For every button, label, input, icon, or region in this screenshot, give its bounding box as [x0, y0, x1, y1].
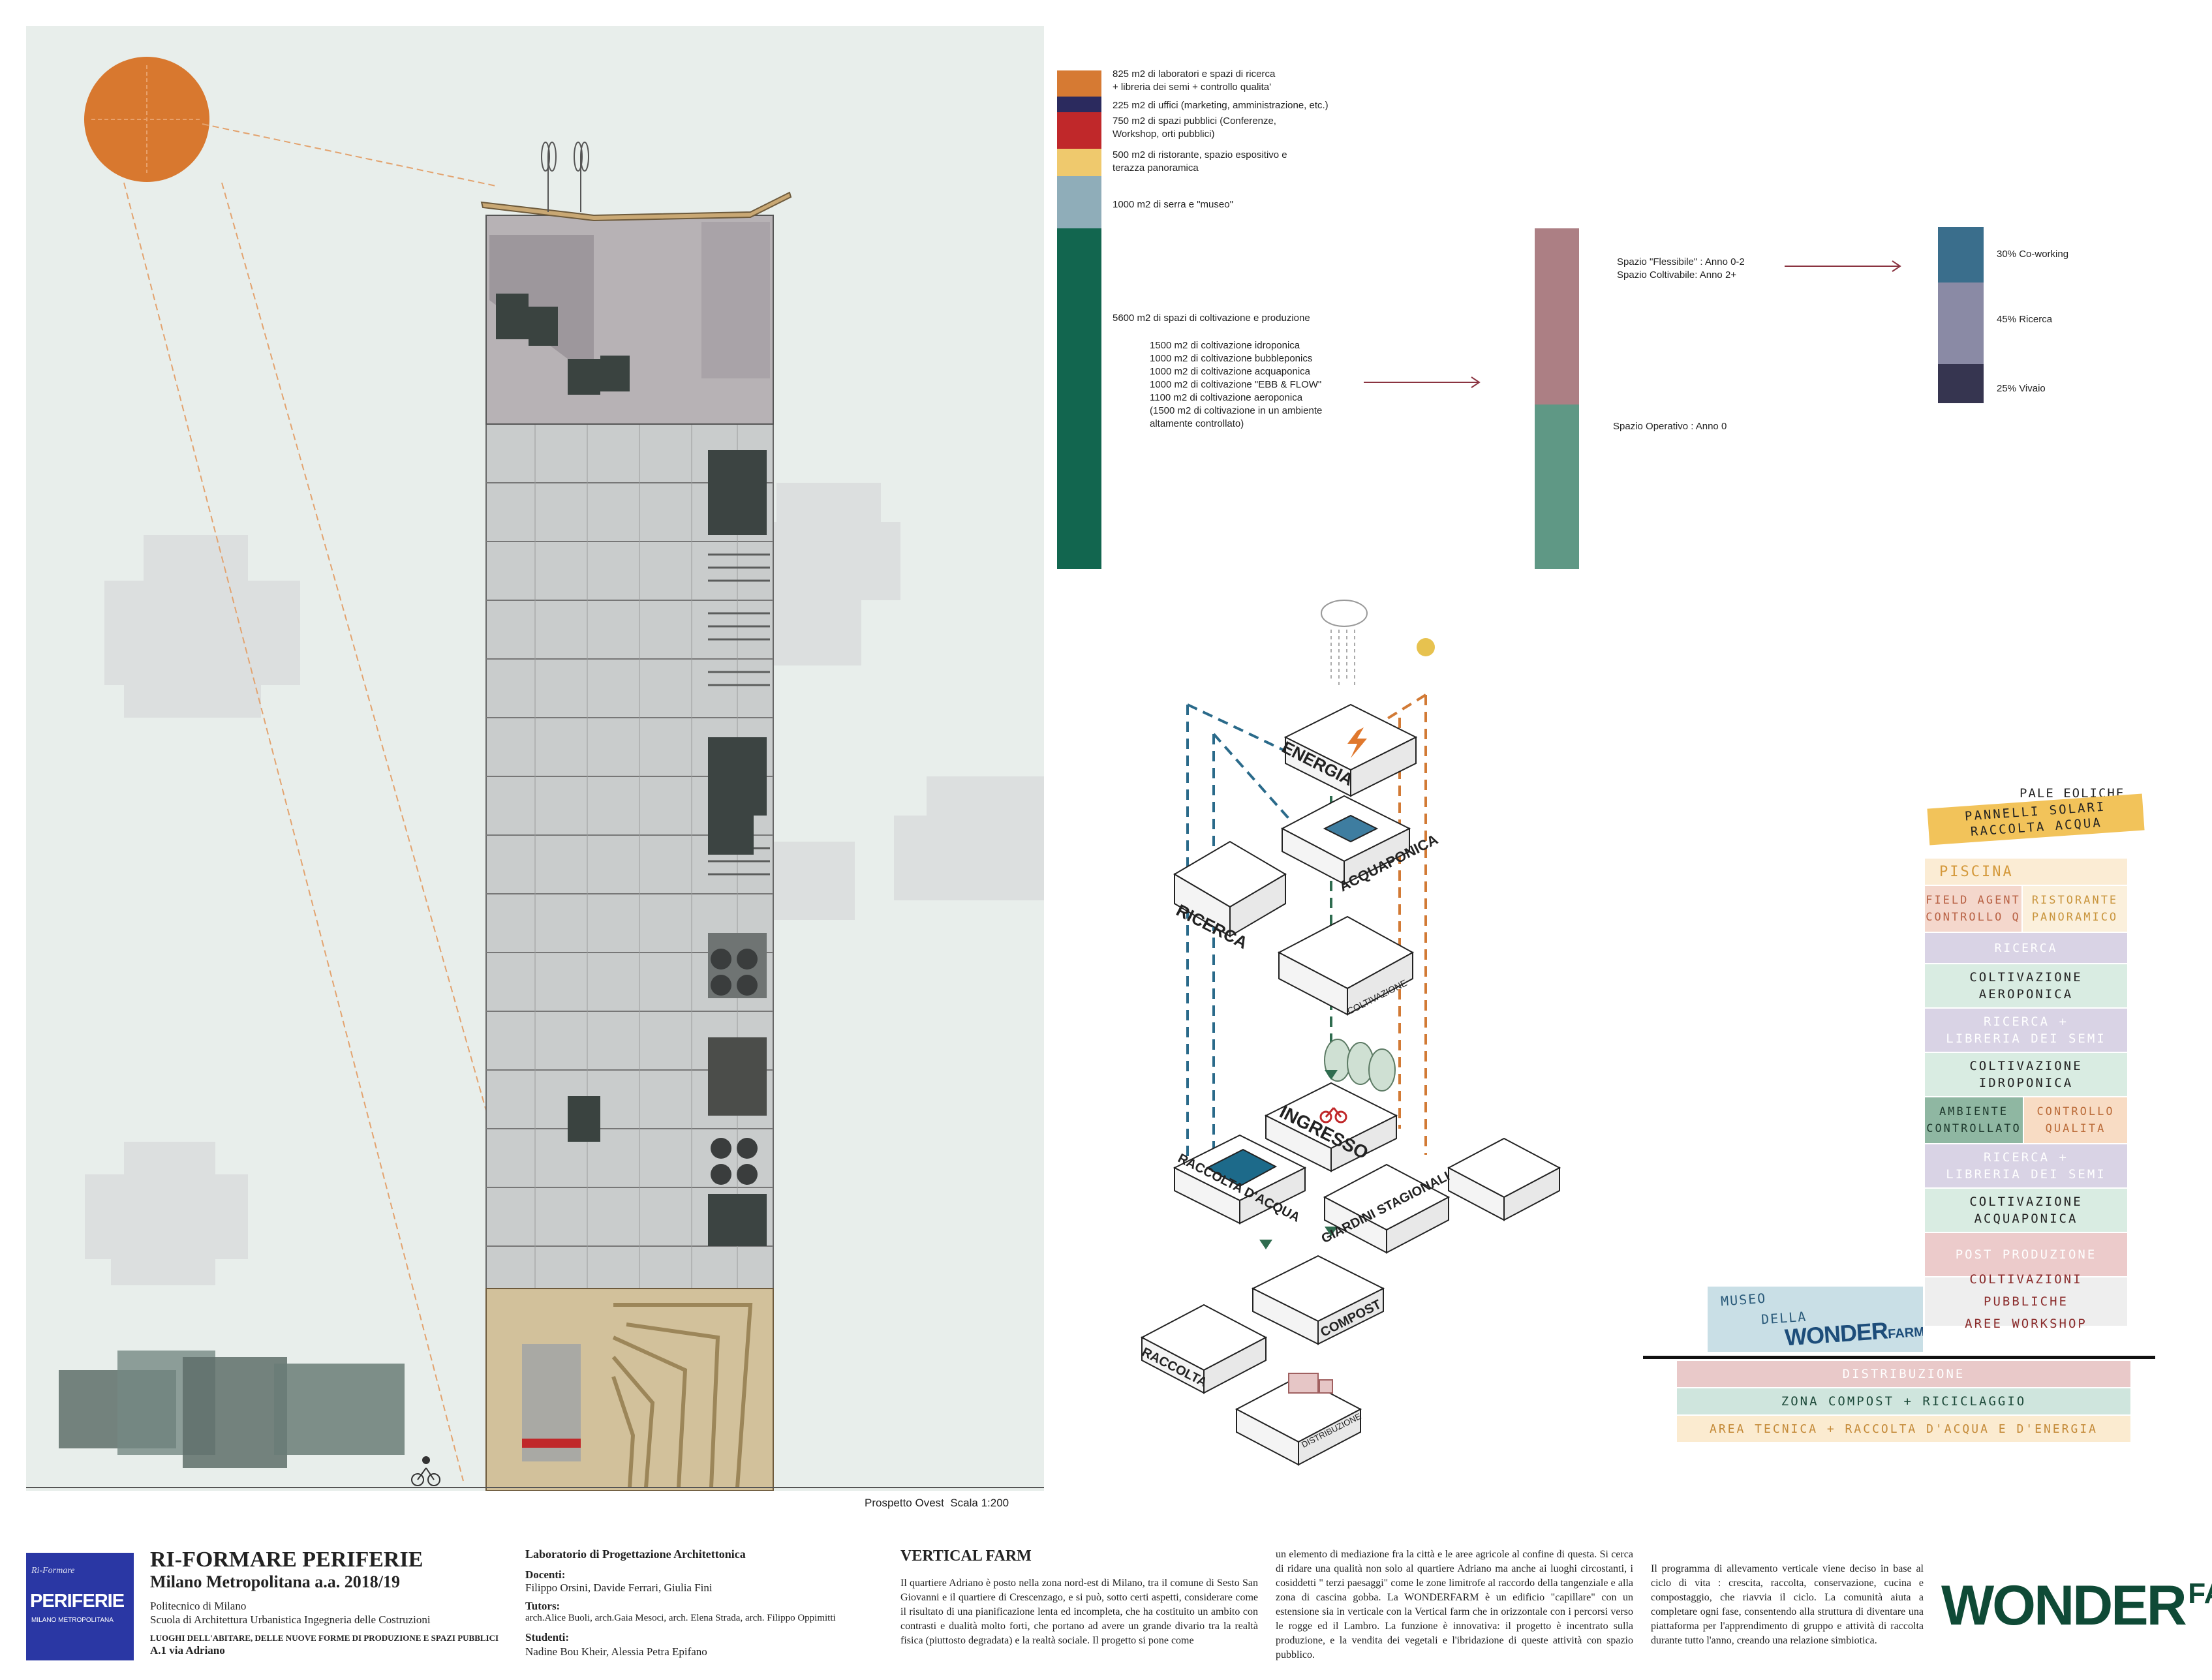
section-field-agent: FIELD AGENT CONTROLLO Q	[1925, 886, 2021, 932]
footer-studenti: Nadine Bou Kheir, Alessia Petra Epifano	[525, 1645, 707, 1658]
legend-text-cultivation: 5600 m2 di spazi di coltivazione e produ…	[1113, 313, 1310, 324]
phase-bar-operative	[1535, 405, 1579, 569]
footer: Ri-Formare PERIFERIE MILANO METROPOLITAN…	[0, 1520, 2212, 1680]
legend-swatch-labs	[1057, 70, 1101, 97]
footer-lab: Laboratorio di Progettazione Architetton…	[525, 1548, 746, 1561]
production-cycle-diagram	[1140, 600, 1561, 1466]
phase-bar-flexible	[1535, 228, 1579, 405]
phase-label-flexible: Spazio "Flessibile" : Anno 0-2 Spazio Co…	[1617, 256, 1745, 281]
rain-cloud-icon	[1321, 600, 1368, 685]
legend-text-greenhouse: 1000 m2 di serra e "museo"	[1113, 199, 1233, 210]
breakdown-vivaio-label: 25% Vivaio	[1997, 383, 2046, 394]
footer-tutors-h: Tutors:	[525, 1600, 561, 1612]
ground-line	[1643, 1356, 2155, 1359]
legend-swatch-cultivation	[1057, 228, 1101, 569]
breakdown-ricerca-label: 45% Ricerca	[1997, 314, 2053, 325]
legend-swatch-greenhouse	[1057, 176, 1101, 228]
elevation-scale: Scala 1:200	[950, 1497, 1009, 1509]
section-libreria-1: RICERCA + LIBRERIA DEI SEMI	[1925, 1009, 2127, 1052]
brand-farm: FARM	[2188, 1578, 2212, 1610]
cultivation-detail: 1500 m2 di coltivazione idroponica 1000 …	[1150, 340, 1323, 429]
legend-swatch-restaurant	[1057, 149, 1101, 176]
logo-top: Ri-Formare	[31, 1566, 75, 1576]
section-tecnica: AREA TECNICA + RACCOLTA D'ACQUA E D'ENER…	[1677, 1416, 2130, 1442]
breakdown-ricerca-bar	[1938, 283, 1984, 364]
wonderfarm-brand: WONDER FARM	[1941, 1574, 2212, 1638]
museo-brand-2: FARM	[1887, 1324, 1926, 1342]
footer-project-title: VERTICAL FARM	[900, 1548, 1032, 1565]
footer-studenti-h: Studenti:	[525, 1631, 570, 1643]
legend-text-public: 750 m2 di spazi pubblici (Conferenze, Wo…	[1113, 115, 1276, 140]
periferie-logo: Ri-Formare PERIFERIE MILANO METROPOLITAN…	[26, 1553, 134, 1660]
section-ristorante: RISTORANTE PANORAMICO	[2023, 886, 2127, 932]
bicycle-icon	[1319, 1107, 1347, 1123]
museo-line-1: MUSEO	[1720, 1290, 1767, 1309]
section-compost: ZONA COMPOST + RICICLAGGIO	[1677, 1388, 2130, 1414]
section-pubbliche: COLTIVAZIONI PUBBLICHE AREE WORKSHOP	[1925, 1272, 2127, 1331]
footer-title: RI-FORMARE PERIFERIE	[150, 1548, 423, 1572]
breakdown-vivaio-bar	[1938, 364, 1984, 403]
section-idroponica: COLTIVAZIONE IDROPONICA	[1925, 1053, 2127, 1096]
section-museo: MUSEO DELLA WONDERFARM	[1708, 1287, 1923, 1352]
legend-text-offices: 225 m2 di uffici (marketing, amministraz…	[1113, 100, 1329, 111]
section-controllo: CONTROLLO QUALITA	[2024, 1097, 2127, 1143]
footer-tutors: arch.Alice Buoli, arch.Gaia Mesoci, arch…	[525, 1613, 836, 1623]
footer-text-1: Il quartiere Adriano è posto nella zona …	[900, 1578, 1258, 1646]
breakdown-coworking-bar	[1938, 227, 1984, 283]
sun-small-icon	[1417, 638, 1435, 656]
section-libreria-2: RICERCA + LIBRERIA DEI SEMI	[1925, 1144, 2127, 1187]
footer-school-2: Scuola di Architettura Urbanistica Ingeg…	[150, 1613, 431, 1626]
logo-sub: MILANO METROPOLITANA	[31, 1617, 114, 1624]
section-ricerca: RICERCA	[1925, 933, 2127, 963]
footer-text-2: un elemento di mediazione fra la città e…	[1276, 1549, 1633, 1660]
legend-swatch-public	[1057, 112, 1101, 149]
logo-main: PERIFERIE	[30, 1591, 125, 1611]
legend-swatch-offices	[1057, 97, 1101, 112]
section-ambiente: AMBIENTE CONTROLLATO	[1925, 1097, 2023, 1143]
cyclist-icon	[411, 1456, 440, 1486]
west-elevation-drawing	[26, 26, 1044, 1491]
footer-site: A.1 via Adriano	[150, 1644, 225, 1657]
legend-text-labs: 825 m2 di laboratori e spazi di ricerca …	[1113, 69, 1276, 93]
breakdown-coworking-label: 30% Co-working	[1997, 249, 2069, 260]
section-aeroponica: COLTIVAZIONE AEROPONICA	[1925, 964, 2127, 1007]
footer-school-1: Politecnico di Milano	[150, 1600, 247, 1612]
section-post-produzione: POST PRODUZIONE	[1925, 1233, 2127, 1276]
section-banner-solar: PANNELLI SOLARI RACCOLTA ACQUA	[1927, 793, 2145, 846]
phase-label-operative: Spazio Operativo : Anno 0	[1613, 421, 1727, 432]
section-piscina: PISCINA	[1925, 859, 2127, 885]
footer-docenti: Filippo Orsini, Davide Ferrari, Giulia F…	[525, 1581, 713, 1594]
footer-subtitle: Milano Metropolitana a.a. 2018/19	[150, 1572, 401, 1591]
elevation-caption: Prospetto Ovest	[865, 1497, 944, 1509]
footer-theme: LUOGHI DELL'ABITARE, DELLE NUOVE FORME D…	[150, 1633, 499, 1643]
section-acquaponica: COLTIVAZIONE ACQUAPONICA	[1925, 1189, 2127, 1232]
legend-text-restaurant: 500 m2 di ristorante, spazio espositivo …	[1113, 149, 1287, 174]
footer-text-3: Il programma di allevamento verticale vi…	[1651, 1563, 1924, 1646]
section-distribuzione: DISTRIBUZIONE	[1677, 1361, 2130, 1387]
footer-docenti-h: Docenti:	[525, 1568, 566, 1581]
brand-wonder: WONDER	[1941, 1574, 2187, 1637]
